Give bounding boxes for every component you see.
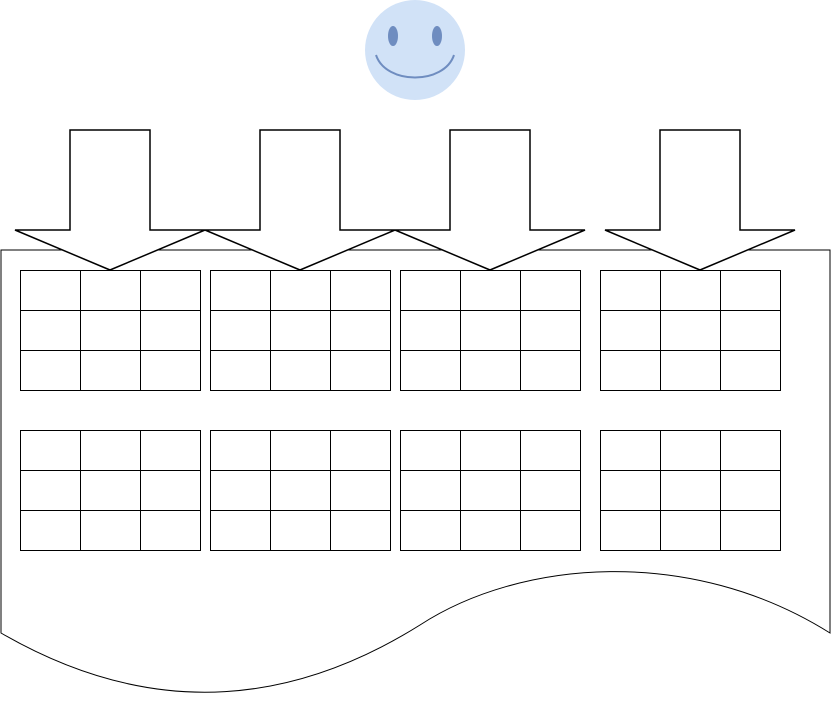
grid-cell <box>520 270 581 311</box>
grid-cell <box>460 430 521 471</box>
grid-cell <box>20 310 81 351</box>
grid-cell <box>330 310 391 351</box>
grid-cell <box>270 350 331 391</box>
grid-cell <box>400 430 461 471</box>
grid-cell <box>520 470 581 511</box>
grid-cell <box>80 510 141 551</box>
grid-cell <box>80 470 141 511</box>
grid-cell <box>270 430 331 471</box>
grid-cell <box>210 350 271 391</box>
grid-cell <box>210 470 271 511</box>
down-arrow-icon <box>394 129 586 271</box>
grid-cell <box>600 350 661 391</box>
smiley-face-circle <box>365 0 465 100</box>
grid-cell <box>600 310 661 351</box>
grid-cell <box>400 470 461 511</box>
grid-cell <box>660 430 721 471</box>
grid-cell <box>330 270 391 311</box>
grid-cell <box>460 510 521 551</box>
grid-cell <box>140 350 201 391</box>
grid-cell <box>270 470 331 511</box>
grid-cell <box>270 270 331 311</box>
grid-table <box>400 270 581 391</box>
grid-cell <box>520 350 581 391</box>
smiley-mouth <box>375 54 455 79</box>
grid-cell <box>720 350 781 391</box>
grid-cell <box>210 510 271 551</box>
grid-cell <box>600 510 661 551</box>
grid-cell <box>400 510 461 551</box>
grid-cell <box>460 470 521 511</box>
grid-cell <box>20 270 81 311</box>
grid-cell <box>80 350 141 391</box>
grid-cell <box>80 270 141 311</box>
smiley-right-eye <box>432 26 442 46</box>
grid-cell <box>400 270 461 311</box>
down-arrow-icon <box>14 129 206 271</box>
grid-cell <box>20 430 81 471</box>
grid-cell <box>80 430 141 471</box>
grid-table <box>400 430 581 551</box>
grid-cell <box>140 270 201 311</box>
grid-table <box>600 270 781 391</box>
grid-cell <box>20 510 81 551</box>
grid-cell <box>660 470 721 511</box>
grid-cell <box>140 430 201 471</box>
grid-cell <box>600 430 661 471</box>
grid-tables <box>20 270 781 551</box>
grid-cell <box>330 470 391 511</box>
smiley-left-eye <box>388 26 398 46</box>
grid-cell <box>720 430 781 471</box>
grid-table <box>20 430 201 551</box>
grid-cell <box>140 310 201 351</box>
grid-cell <box>520 430 581 471</box>
grid-cell <box>520 510 581 551</box>
grid-table <box>600 430 781 551</box>
grid-cell <box>400 350 461 391</box>
grid-cell <box>140 510 201 551</box>
grid-cell <box>660 510 721 551</box>
grid-cell <box>210 270 271 311</box>
grid-cell <box>400 310 461 351</box>
down-arrow-icon <box>204 129 396 271</box>
grid-cell <box>600 470 661 511</box>
grid-cell <box>140 470 201 511</box>
grid-cell <box>210 310 271 351</box>
grid-cell <box>520 310 581 351</box>
grid-cell <box>460 270 521 311</box>
grid-cell <box>600 270 661 311</box>
grid-cell <box>720 510 781 551</box>
grid-cell <box>330 510 391 551</box>
grid-cell <box>80 310 141 351</box>
grid-cell <box>660 270 721 311</box>
grid-table <box>210 430 391 551</box>
grid-cell <box>460 350 521 391</box>
grid-cell <box>660 310 721 351</box>
smiley-face-icon <box>365 0 465 100</box>
grid-cell <box>720 470 781 511</box>
grid-table <box>20 270 201 391</box>
grid-cell <box>210 430 271 471</box>
grid-cell <box>660 350 721 391</box>
grid-table <box>210 270 391 391</box>
grid-cell <box>270 310 331 351</box>
grid-cell <box>20 350 81 391</box>
grid-cell <box>720 270 781 311</box>
grid-cell <box>720 310 781 351</box>
grid-cell <box>270 510 331 551</box>
down-arrow-icon <box>604 129 796 271</box>
down-arrows <box>14 129 796 271</box>
grid-cell <box>330 350 391 391</box>
grid-cell <box>330 430 391 471</box>
grid-cell <box>20 470 81 511</box>
grid-cell <box>460 310 521 351</box>
